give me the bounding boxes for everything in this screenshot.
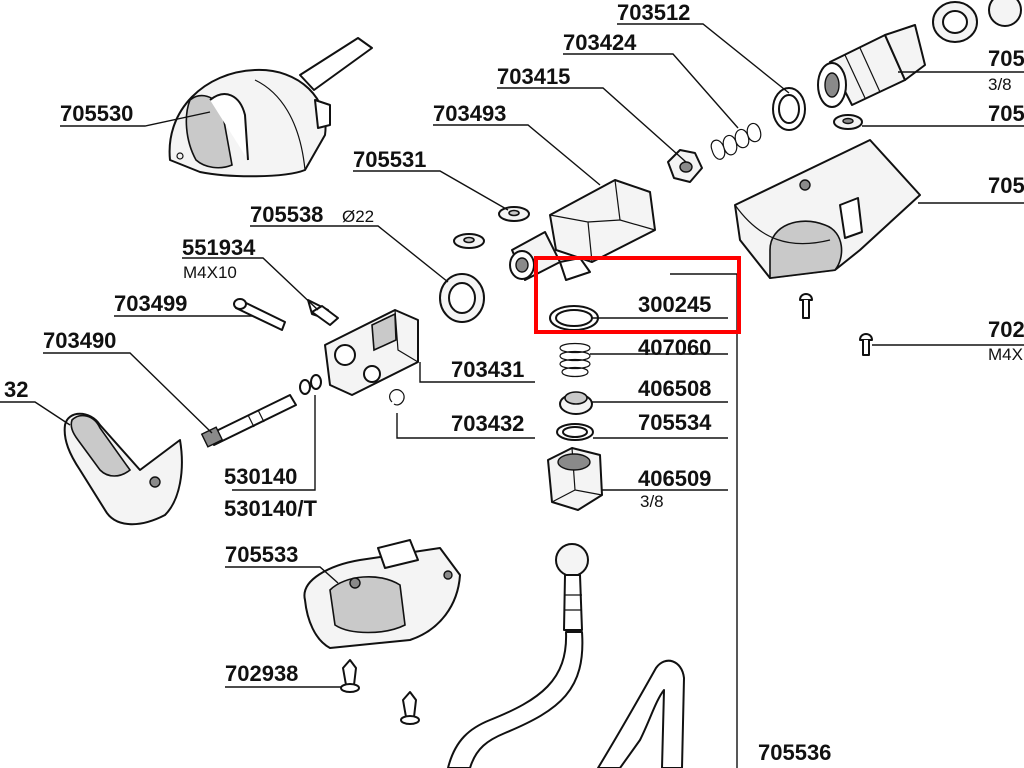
label-32: 32 (4, 377, 28, 402)
label-705-top-right: 705 (988, 46, 1024, 71)
label-551934-dim: M4X10 (183, 263, 237, 282)
label-551934: 551934 (182, 235, 256, 260)
part-705534-drawing (556, 423, 594, 441)
label-703431: 703431 (451, 357, 524, 382)
part-300245-drawing (549, 305, 599, 331)
part-labels: 703512 703424 703415 703493 705530 70553… (4, 0, 1024, 765)
label-702938: 702938 (225, 661, 298, 686)
part-housing-right-drawing (734, 139, 921, 356)
label-702-right: 702 (988, 317, 1024, 342)
label-3-8-top-right: 3/8 (988, 75, 1012, 94)
label-703490: 703490 (43, 328, 116, 353)
part-fitting-drawing (817, 0, 1022, 130)
part-703424-drawing (710, 122, 762, 160)
part-702938-drawing (340, 659, 420, 725)
label-705533: 705533 (225, 542, 298, 567)
part-hose-drawing (447, 543, 685, 768)
label-407060: 407060 (638, 335, 711, 360)
part-407060-drawing (559, 342, 591, 378)
label-705536: 705536 (758, 740, 831, 765)
label-406508: 406508 (638, 376, 711, 401)
label-705-right-lower: 705 (988, 173, 1024, 198)
label-703432: 703432 (451, 411, 524, 436)
part-705533-drawing (303, 539, 461, 649)
label-703512: 703512 (617, 0, 690, 25)
part-703432-drawing (389, 389, 405, 406)
label-703415: 703415 (497, 64, 570, 89)
label-406509-dim: 3/8 (640, 492, 664, 511)
label-705534: 705534 (638, 410, 712, 435)
highlight-box-300245 (534, 256, 741, 334)
label-703493: 703493 (433, 101, 506, 126)
label-406509: 406509 (638, 466, 711, 491)
part-703512-drawing (772, 87, 806, 131)
part-705538-drawing (439, 273, 485, 323)
label-703499: 703499 (114, 291, 187, 316)
part-703490-drawing (200, 374, 322, 448)
part-703493-drawing (509, 179, 656, 281)
part-703431-drawing (324, 309, 419, 396)
label-530140: 530140 (224, 464, 297, 489)
part-703499-drawing (233, 298, 286, 331)
label-705538: 705538 (250, 202, 323, 227)
label-703424: 703424 (563, 30, 637, 55)
part-406508-drawing (559, 391, 593, 415)
label-m4x-right: M4X (988, 345, 1023, 364)
part-703415-drawing (667, 149, 703, 183)
part-lever-left-drawing (63, 412, 183, 526)
part-705530-drawing (168, 37, 373, 178)
part-705531-drawing (453, 206, 530, 249)
label-705538-dim: Ø22 (342, 207, 374, 226)
label-530140t: 530140/T (224, 496, 318, 521)
part-551934-drawing (307, 299, 339, 326)
label-705530: 705530 (60, 101, 133, 126)
label-300245: 300245 (638, 292, 711, 317)
part-406509-drawing (547, 447, 603, 511)
label-705531: 705531 (353, 147, 426, 172)
leader-lines (0, 23, 1024, 768)
label-705-right-mid: 705 (988, 101, 1024, 126)
